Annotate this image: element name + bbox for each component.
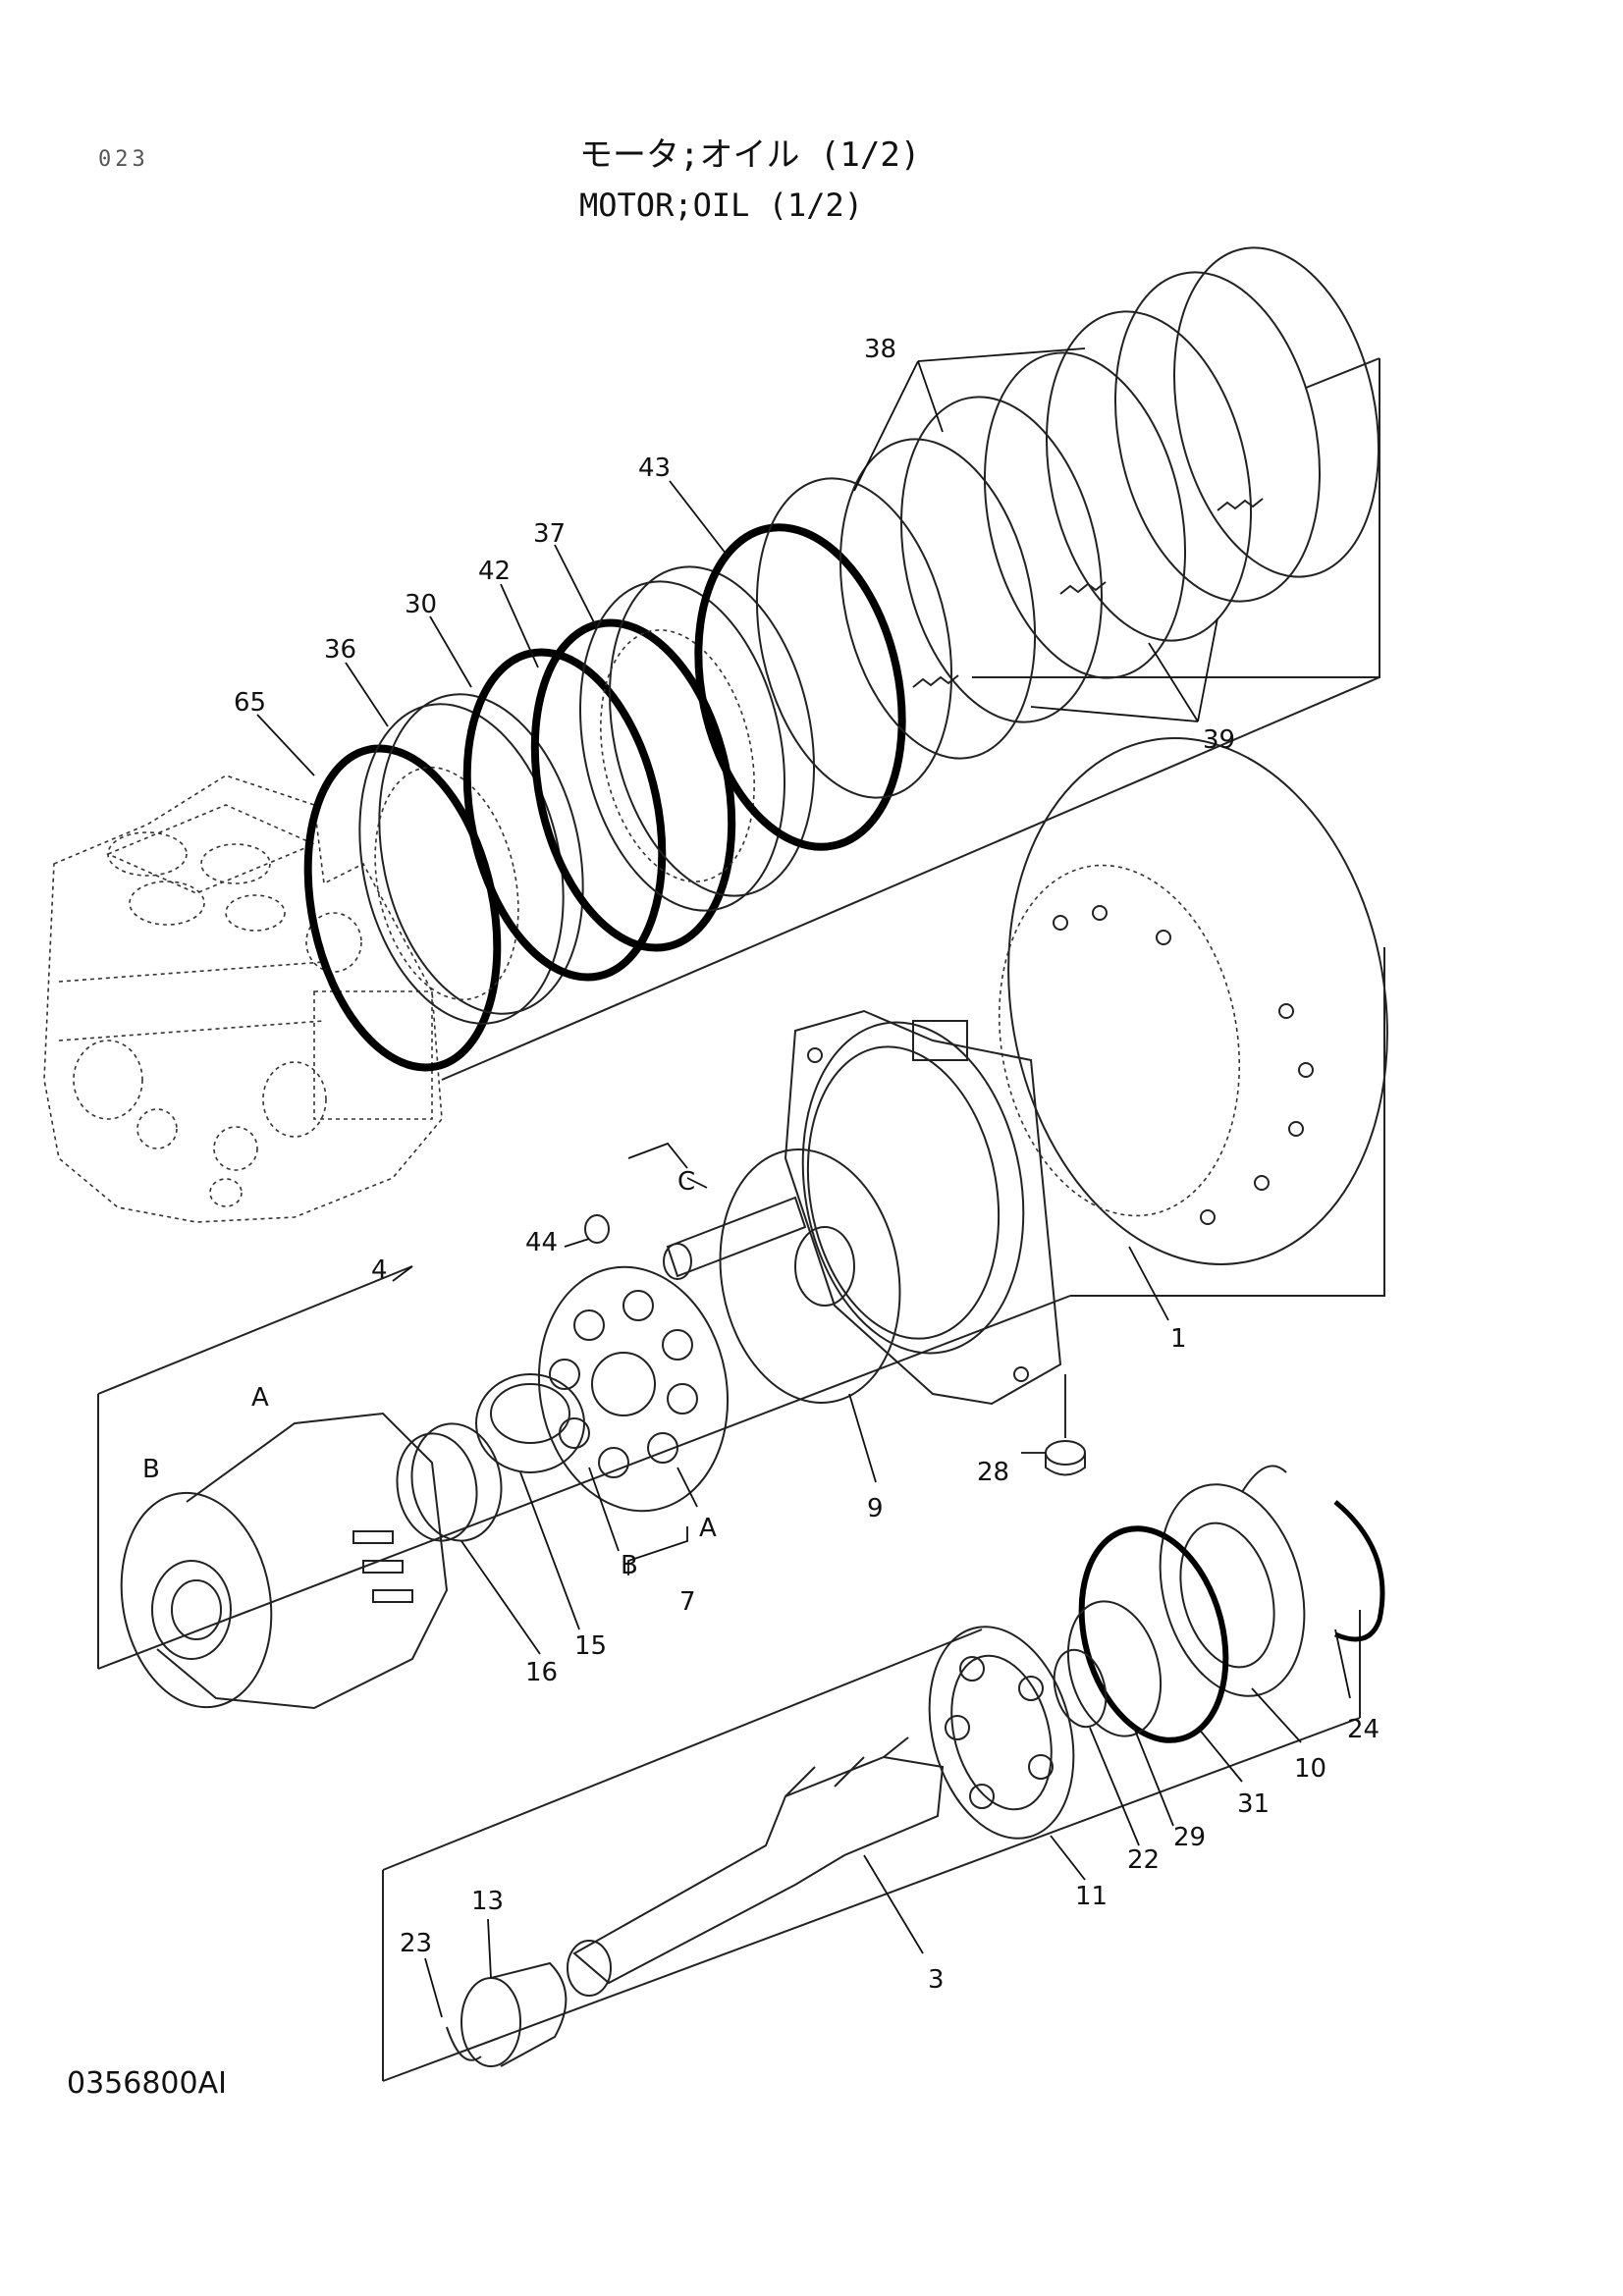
retainer-plate-7 [537,1265,730,1513]
title-english: MOTOR;OIL (1/2) [579,187,863,224]
leader-lines [256,347,1351,2018]
collar-13 [460,1961,568,2067]
page-number: 023 [98,147,149,172]
seal-cover-10 [1159,1465,1306,1697]
callout-13: 13 [471,1887,504,1916]
callout-15: 15 [574,1631,607,1661]
o-ring-42 [530,618,736,952]
friction-plates-38-39 [755,246,1380,799]
callout-11: 11 [1075,1882,1108,1911]
callout-37: 37 [533,519,566,549]
callout-1: 1 [1170,1324,1187,1354]
callout-42: 42 [478,557,511,586]
o-ring-43 [694,523,906,851]
callout-23: 23 [400,1929,432,1958]
spherical-bushing-15 [475,1373,585,1473]
o-ring-30 [462,648,667,982]
snap-ring-23 [446,2026,482,2061]
callout-3: 3 [928,1965,945,1995]
callout-65: 65 [234,688,266,718]
callout-b-right: B [621,1551,638,1580]
callout-30: 30 [405,590,437,619]
callout-7: 7 [679,1587,696,1617]
shaft-3 [567,1736,945,1997]
callout-36: 36 [324,635,356,665]
assembly-line-lower [97,1295,1071,1670]
valve-plate-9 [663,1148,901,1404]
piston-37 [578,565,816,912]
assembly-line-upper [441,676,1380,1081]
callout-b-left: B [142,1455,160,1484]
callout-a-right: A [699,1514,717,1543]
title-japanese: モータ;オイル (1/2) [579,135,921,175]
callout-43: 43 [638,454,671,483]
callout-38: 38 [864,335,896,364]
o-ring-31 [1078,1525,1229,1743]
pin-44 [584,1214,610,1244]
callout-10: 10 [1294,1754,1326,1784]
disc-36 [358,693,584,1025]
o-ring-65 [303,744,502,1072]
callout-39: 39 [1203,725,1235,755]
housing-bracket [1070,947,1385,1297]
bearing-11 [928,1626,1075,1840]
plug-28 [1045,1440,1086,1476]
valve-block [43,774,443,1223]
callout-24: 24 [1347,1715,1380,1744]
callout-c: C [677,1167,695,1197]
snap-ring-24 [1333,1500,1385,1642]
callout-28: 28 [977,1458,1009,1487]
ring-29 [1066,1600,1163,1737]
assembly-line-bottom [382,1717,1361,2082]
callout-31: 31 [1237,1789,1270,1819]
callout-4: 4 [371,1255,388,1285]
callout-22: 22 [1127,1845,1160,1875]
cylinder-block-4 [120,1412,449,1710]
callout-9: 9 [867,1494,884,1523]
shim-22 [1053,1648,1108,1729]
drawing-code: 0356800AI [67,2066,227,2101]
callout-29: 29 [1173,1823,1206,1852]
callout-a-left: A [251,1383,269,1413]
callout-16: 16 [525,1658,558,1687]
callout-44: 44 [525,1228,558,1257]
spring-16 [396,1422,503,1542]
